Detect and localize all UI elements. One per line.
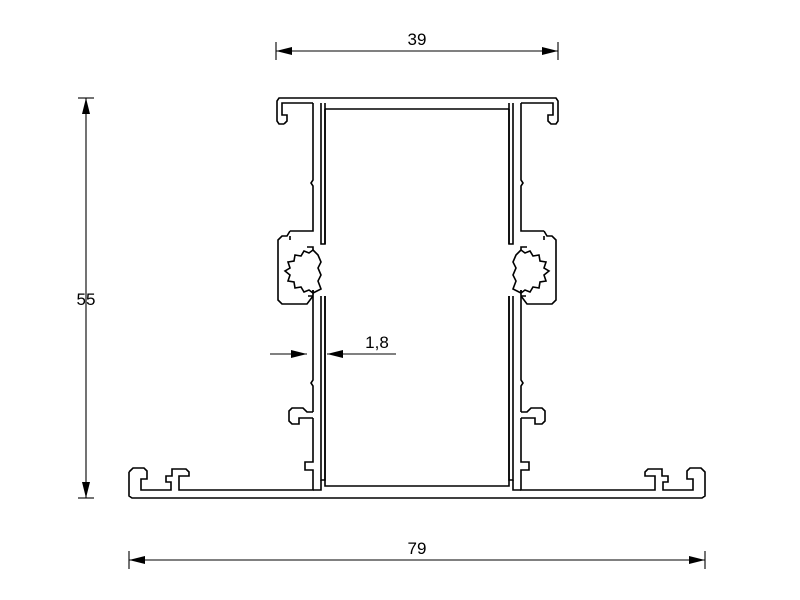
dimension-wall-thickness: 1,8 [270, 333, 396, 358]
bottom-base-plate [128, 467, 706, 499]
arrowhead [129, 556, 145, 564]
right-screw-port [511, 249, 551, 295]
arrowhead [82, 98, 90, 114]
arrowhead [689, 556, 705, 564]
aluminium-profile [128, 97, 706, 499]
dimension-top-width: 39 [275, 30, 559, 60]
top-flange [276, 97, 559, 125]
dimension-label-height: 55 [77, 290, 96, 309]
left-lower-hook [288, 407, 314, 475]
dimension-bottom-width: 79 [128, 539, 706, 569]
arrowhead [276, 47, 292, 55]
dimension-label-bottom-width: 79 [408, 539, 427, 558]
dimension-label-wall-thickness: 1,8 [365, 333, 389, 352]
arrowhead [327, 350, 343, 358]
left-screw-port [283, 249, 323, 295]
right-lower-hook [520, 407, 546, 475]
right-outer-wall [520, 103, 527, 412]
central-chamber [324, 108, 510, 487]
left-middle-hook [277, 230, 314, 305]
chamber-base-connection [313, 480, 521, 491]
arrowhead [291, 350, 307, 358]
right-middle-hook [520, 230, 557, 305]
left-outer-wall [307, 103, 314, 412]
dimension-label-top-width: 39 [408, 30, 427, 49]
dimension-height: 55 [77, 97, 96, 499]
arrowhead [542, 47, 558, 55]
arrowhead [82, 482, 90, 498]
